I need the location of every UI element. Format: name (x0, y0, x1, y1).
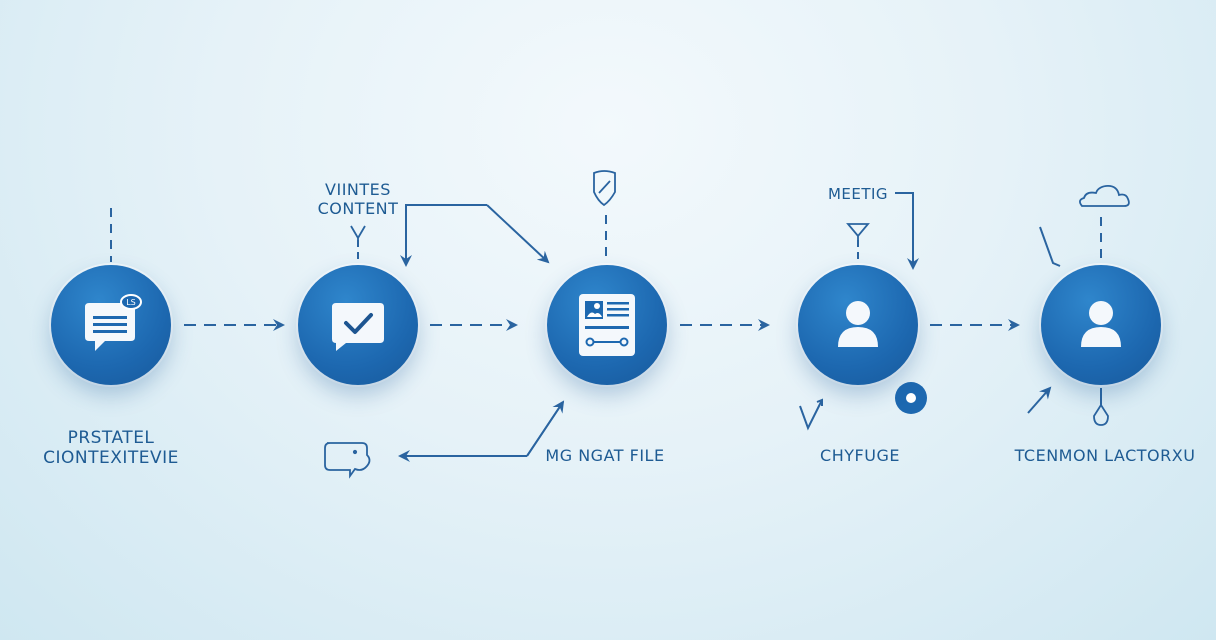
meeting-elbow-arrow (895, 192, 919, 270)
n4-check-arrow (799, 399, 823, 431)
node-4-label: CHYFUGE (820, 446, 900, 465)
chat-check-icon (332, 303, 384, 351)
node-chat-check[interactable] (298, 265, 418, 385)
chat-message-icon: LS (85, 294, 142, 351)
antenna-icon-n4 (846, 223, 870, 242)
badge-text: LS (126, 298, 136, 307)
user-icon (838, 301, 878, 347)
diagonal-arrow-n3 (486, 204, 550, 264)
n5-diag-in-bottom (1027, 386, 1052, 414)
shield-icon (593, 170, 616, 207)
node-2-top-label-line-2: CONTENT (317, 199, 399, 218)
node-1-label: PRSTATEL CIONTEXITEVIE (20, 428, 202, 468)
node-2-top-label-line-1: VIINTES (325, 180, 391, 199)
node-2-top-label: VIINTES CONTENT (300, 180, 416, 218)
node-1-label-line-2: CIONTEXITEVIE (43, 448, 179, 468)
elbow-arrow-n2 (400, 204, 487, 267)
node-5-label: TCENMON LACTORXU (1014, 446, 1196, 465)
cloud-icon (1079, 185, 1130, 207)
node-chat-message[interactable]: LS (51, 265, 171, 385)
node-document-card[interactable] (547, 265, 667, 385)
document-card-icon (579, 294, 635, 356)
n5-diag-in-top (1039, 226, 1061, 267)
node-4-top-label: MEETIG (827, 185, 889, 203)
small-dot-node (895, 382, 927, 414)
node-3-label: MG NGAT FILE (545, 446, 665, 465)
antenna-icon-n2 (350, 225, 366, 244)
node-user-2[interactable] (1041, 265, 1161, 385)
pin-icon (1093, 403, 1109, 426)
chat-bubble-icon (324, 442, 371, 479)
node-1-label-line-1: PRSTATEL (67, 428, 155, 448)
user-icon (1081, 301, 1121, 347)
node-user-1[interactable] (798, 265, 918, 385)
